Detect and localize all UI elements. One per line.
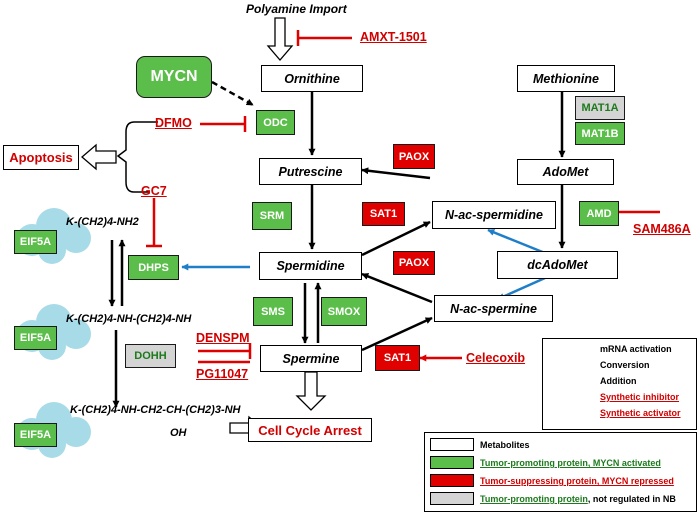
eif5a-box-2: EIF5A bbox=[14, 326, 57, 350]
mat1a-box: MAT1A bbox=[575, 96, 625, 120]
paox-mid-box: PAOX bbox=[393, 251, 435, 275]
srm-box: SRM bbox=[252, 202, 292, 230]
legend-mrna-label: mRNA activation bbox=[600, 344, 672, 354]
amxt-1501-label: AMXT-1501 bbox=[360, 30, 427, 44]
dcadomet-box: dcAdoMet bbox=[497, 251, 618, 279]
dfmo-label: DFMO bbox=[155, 116, 192, 130]
mycn-box: MYCN bbox=[136, 56, 212, 98]
n-ac-spermidine-box: N-ac-spermidine bbox=[432, 201, 556, 229]
apoptosis-hollow-arrow bbox=[81, 143, 117, 171]
cell-cycle-arrest-box: Cell Cycle Arrest bbox=[248, 418, 372, 442]
legend-swatch-white bbox=[430, 438, 474, 451]
chem-oh: OH bbox=[170, 427, 187, 439]
polyamine-import-label: Polyamine Import bbox=[246, 2, 347, 16]
legend-inhibitor-label: Synthetic inhibitor bbox=[600, 392, 680, 402]
amd-box: AMD bbox=[579, 201, 619, 226]
chem-line-1: K-(CH2)4-NH2 bbox=[66, 216, 139, 228]
legend-promoting-activated-label: Tumor-promoting protein, MYCN activated bbox=[480, 458, 661, 468]
legend-activator-label: Synthetic activator bbox=[600, 408, 681, 418]
mat1b-box: MAT1B bbox=[575, 122, 625, 145]
legend-promoting-gray-main: Tumor-promoting protein bbox=[480, 494, 588, 504]
legend-promoting-gray-label: Tumor-promoting protein, not regulated i… bbox=[480, 495, 676, 504]
gc7-label: GC7 bbox=[141, 184, 167, 198]
legend-swatch-green bbox=[430, 456, 474, 469]
methionine-box: Methionine bbox=[517, 65, 615, 92]
legend-conversion-label: Conversion bbox=[600, 360, 650, 370]
sam486a-label: SAM486A bbox=[633, 222, 691, 236]
spermidine-box: Spermidine bbox=[259, 252, 362, 280]
legend-suppressing-label: Tumor-suppressing protein, MYCN represse… bbox=[480, 476, 674, 486]
eif5a-box-3: EIF5A bbox=[14, 423, 57, 447]
eif5a-box-1: EIF5A bbox=[14, 230, 57, 254]
dohh-box: DOHH bbox=[125, 344, 176, 368]
pg11047-label: PG11047 bbox=[196, 367, 249, 381]
odc-box: ODC bbox=[256, 110, 295, 135]
n-ac-spermine-box: N-ac-spermine bbox=[434, 295, 553, 322]
import-hollow-arrow bbox=[266, 17, 294, 61]
legend-swatch-red bbox=[430, 474, 474, 487]
sat1-bottom-box: SAT1 bbox=[375, 345, 420, 371]
legend-promoting-gray-rest: , not regulated in NB bbox=[587, 494, 676, 504]
chem-line-3: K-(CH2)4-NH-CH2-CH-(CH2)3-NH bbox=[70, 404, 241, 416]
apoptosis-box: Apoptosis bbox=[3, 145, 79, 170]
smox-box: SMOX bbox=[321, 297, 367, 326]
legend-addition-label: Addition bbox=[600, 376, 637, 386]
eif5a-cloud-2 bbox=[16, 304, 91, 360]
dhps-box: DHPS bbox=[128, 255, 179, 280]
spermine-box: Spermine bbox=[260, 345, 362, 372]
paox-top-box: PAOX bbox=[393, 144, 435, 169]
putrescine-box: Putrescine bbox=[259, 158, 362, 185]
denspm-label: DENSPM bbox=[196, 331, 250, 345]
sms-box: SMS bbox=[253, 297, 293, 326]
chem-line-2: K-(CH2)4-NH-(CH2)4-NH bbox=[66, 313, 192, 325]
celecoxib-label: Celecoxib bbox=[466, 351, 526, 365]
ornithine-box: Ornithine bbox=[261, 65, 363, 92]
legend-swatch-gray bbox=[430, 492, 474, 505]
sat1-top-box: SAT1 bbox=[362, 202, 405, 226]
legend-arrows bbox=[542, 338, 697, 430]
arrest-hollow-arrow bbox=[295, 371, 327, 411]
adomet-box: AdoMet bbox=[517, 159, 614, 185]
legend-metabolites-label: Metabolites bbox=[480, 440, 530, 450]
